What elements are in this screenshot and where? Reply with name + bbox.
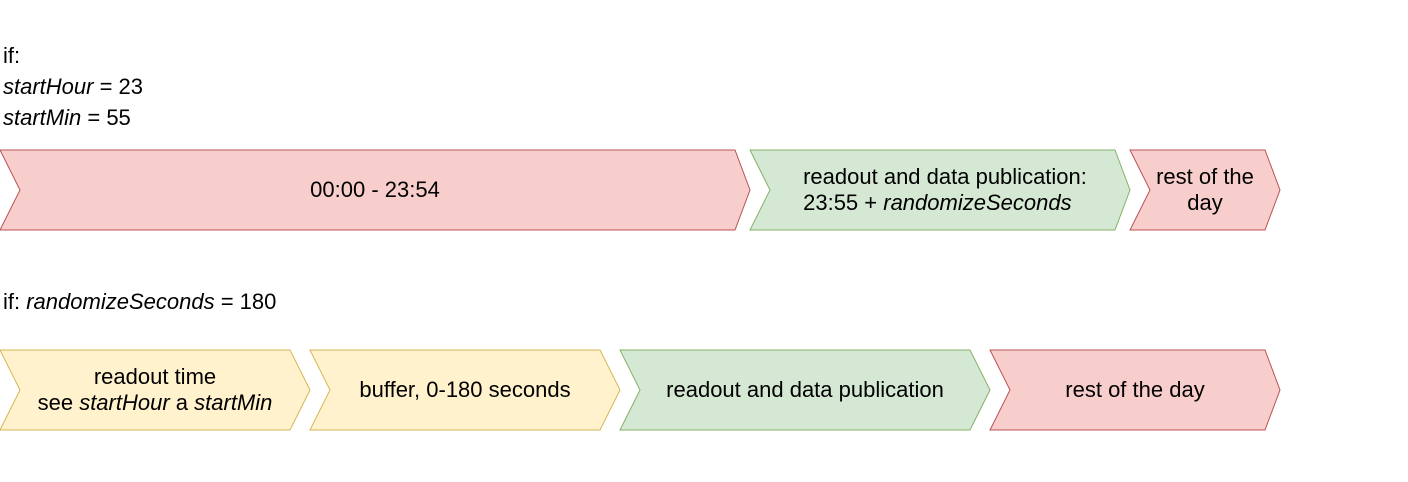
value-start-hour: = 23 <box>93 74 144 99</box>
step-text-readout-line2: 23:55 + randomizeSeconds <box>803 190 1087 216</box>
value-randomize-seconds: = 180 <box>214 289 277 314</box>
step-label-readout-publication: readout and data publication: 23:55 + ra… <box>770 150 1120 230</box>
step-label-rest-of-day: rest of the day <box>1140 150 1270 230</box>
step-shape-whole-day <box>0 149 751 231</box>
var-randomize-seconds-2: randomizeSeconds <box>26 289 215 314</box>
step-label-whole-day: 00:00 - 23:54 <box>20 150 730 230</box>
readout-time-value: 23:55 + <box>803 190 884 215</box>
condition-start-min: startMin = 55 <box>3 102 143 133</box>
var-start-min-2: startMin <box>194 390 273 415</box>
step-text-buffer: buffer, 0-180 seconds <box>359 377 571 402</box>
a-text: a <box>169 390 195 415</box>
see-text: see <box>37 390 80 415</box>
step-label-buffer: buffer, 0-180 seconds <box>320 350 610 430</box>
step-text-rest-line1: rest of the <box>1156 164 1254 189</box>
condition-label-1: if: startHour = 23 startMin = 55 <box>3 40 143 133</box>
step-shape-rest-of-day <box>1129 149 1281 231</box>
step-text-whole-day: 00:00 - 23:54 <box>310 177 440 202</box>
condition-if-text-2: if: <box>3 289 27 314</box>
condition-if-text: if: <box>3 43 21 68</box>
step-shape-rest-of-day-2 <box>989 349 1281 431</box>
step-label-readout-time: readout time see startHour a startMin <box>10 350 300 430</box>
step-text-readout-time-line1: readout time <box>93 364 217 389</box>
step-text-readout-time-line2: see startHour a startMin <box>38 390 273 416</box>
step-text-rest-line2: day <box>1187 190 1223 215</box>
value-start-min: = 55 <box>81 105 131 130</box>
step-shape-buffer <box>309 349 621 431</box>
step-shape-readout-publication <box>749 149 1131 231</box>
step-label-readout-publication-2: readout and data publication <box>630 350 980 430</box>
step-text-readout-publication-2: readout and data publication <box>666 377 944 402</box>
step-shape-readout-publication-2 <box>619 349 991 431</box>
condition-label-2: if: randomizeSeconds = 180 <box>3 286 276 317</box>
var-start-hour-2: startHour <box>79 390 170 415</box>
step-shape-readout-time <box>0 349 311 431</box>
var-start-min: startMin <box>3 105 82 130</box>
step-label-rest-of-day-2: rest of the day <box>1000 350 1270 430</box>
var-randomize-seconds: randomizeSeconds <box>883 190 1072 215</box>
step-text-rest-of-day-2: rest of the day <box>1065 377 1205 402</box>
var-start-hour: startHour <box>3 74 94 99</box>
step-text-readout-line1: readout and data publication: <box>803 164 1087 189</box>
condition-start-hour: startHour = 23 <box>3 71 143 102</box>
